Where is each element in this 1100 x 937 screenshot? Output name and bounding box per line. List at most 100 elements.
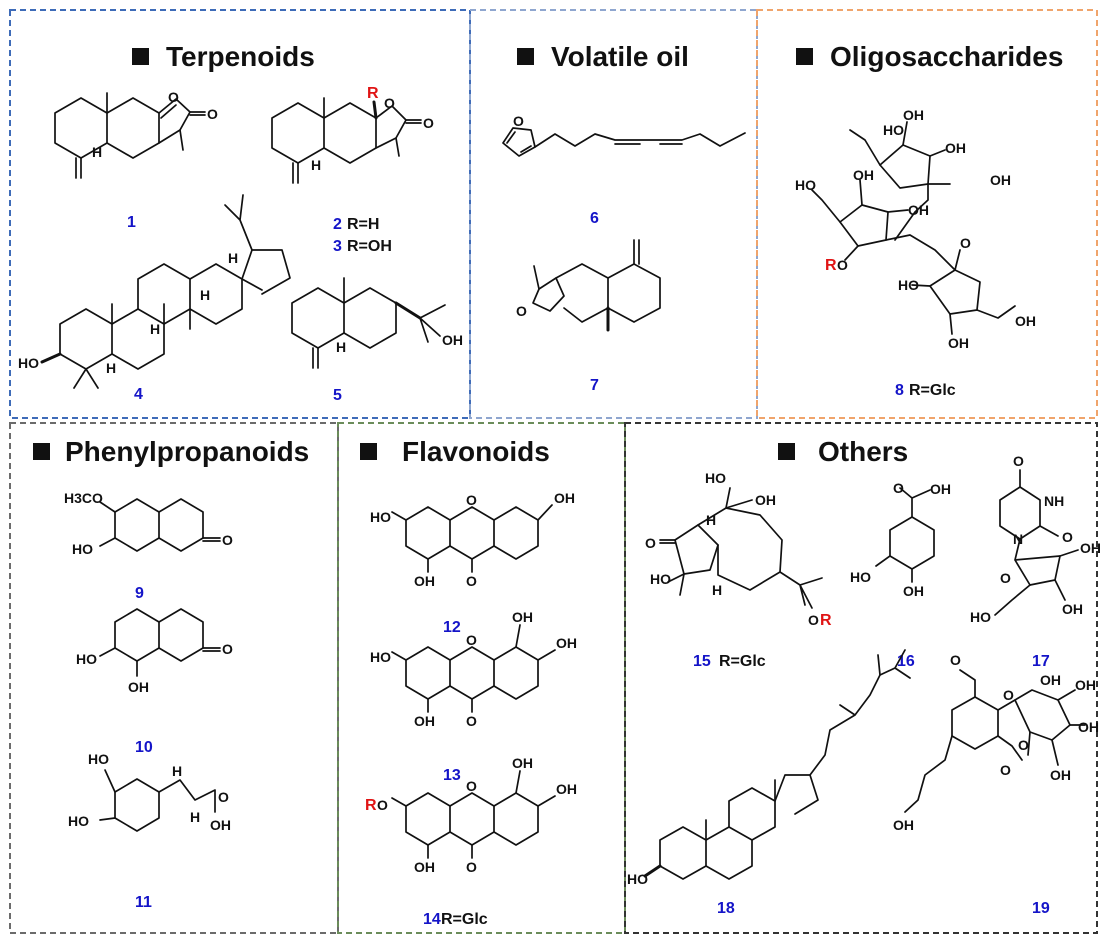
- atom-o: O: [950, 652, 961, 668]
- section-titles: Terpenoids Volatile oil Oligosaccharides…: [33, 41, 1063, 467]
- structure-18: HO: [627, 649, 911, 887]
- atom-oh: OH: [1015, 313, 1036, 329]
- atom-o: O: [168, 89, 179, 105]
- atom-h: H: [172, 763, 182, 779]
- atom-o: O: [466, 492, 477, 508]
- flavonoids-panel: [337, 422, 626, 934]
- compound-label-13: 13: [443, 767, 461, 784]
- atom-oh: OH: [1040, 672, 1061, 688]
- atom-h: H: [200, 287, 210, 303]
- atom-h: H: [106, 360, 116, 376]
- atom-ho: HO: [76, 651, 97, 667]
- atom-oh: OH: [930, 481, 951, 497]
- compound-label-19: 19: [1032, 900, 1050, 917]
- atom-o: O: [1062, 529, 1073, 545]
- atom-oh: OH: [414, 713, 435, 729]
- atom-ho: HO: [705, 470, 726, 486]
- structure-10: HO OH O: [76, 608, 233, 695]
- bullet-square-icon: [796, 48, 813, 65]
- r-label-15: R=Glc: [719, 653, 766, 670]
- atom-ho: HO: [627, 871, 648, 887]
- panel-borders: [9, 9, 1098, 934]
- atom-h: H: [150, 321, 160, 337]
- compound-label-10: 10: [135, 739, 153, 756]
- compound-label-17: 17: [1032, 653, 1050, 670]
- atom-o: O: [1003, 687, 1014, 703]
- atom-h: H: [311, 157, 321, 173]
- atom-o: O: [207, 106, 218, 122]
- atom-ho: HO: [370, 509, 391, 525]
- atom-o: O: [466, 632, 477, 648]
- atom-ho: HO: [850, 569, 871, 585]
- atom-o: O: [466, 713, 477, 729]
- compound-label-3: 3: [333, 238, 342, 255]
- bullet-square-icon: [778, 443, 795, 460]
- atom-o: O: [466, 859, 477, 875]
- structure-13: HO OH O O OH OH: [370, 609, 577, 729]
- atom-h: H: [712, 582, 722, 598]
- atom-oh: OH: [1080, 540, 1100, 556]
- atom-h: H: [706, 512, 716, 528]
- atom-h3co: H3CO: [64, 490, 103, 506]
- atom-ho: HO: [72, 541, 93, 557]
- structure-15: O HO HO OH H H O R: [645, 470, 832, 629]
- atom-oh: OH: [554, 490, 575, 506]
- atom-o: O: [960, 235, 971, 251]
- atom-o: O: [808, 612, 819, 628]
- compound-label-16: 16: [897, 653, 915, 670]
- compound-label-12: 12: [443, 619, 461, 636]
- atom-o: O: [222, 641, 233, 657]
- compound-label-11: 11: [135, 894, 152, 911]
- compound-label-1: 1: [127, 214, 136, 231]
- flavonoids-title: Flavonoids: [402, 436, 550, 467]
- structure-7: O: [516, 239, 661, 332]
- others-title: Others: [818, 436, 908, 467]
- structure-12: HO OH O O OH: [370, 490, 575, 589]
- r-label-3: R=OH: [347, 238, 392, 255]
- phenylpropanoids-panel: [9, 422, 339, 934]
- r-label-8: R=Glc: [909, 382, 956, 399]
- atom-oh: OH: [414, 573, 435, 589]
- structure-8: HO OH OH OH HO OH OH R O HO O OH OH: [795, 107, 1036, 351]
- bullet-square-icon: [517, 48, 534, 65]
- atom-oh: OH: [556, 781, 577, 797]
- compound-label-14: 14: [423, 911, 441, 928]
- atom-o: O: [513, 113, 524, 129]
- structure-1: O O H: [54, 89, 218, 179]
- atom-oh: OH: [755, 492, 776, 508]
- atom-o: O: [837, 257, 848, 273]
- atom-o: O: [893, 480, 904, 496]
- oligosaccharides-title: Oligosaccharides: [830, 41, 1063, 72]
- structure-17: O NH O N O OH OH HO: [970, 453, 1100, 625]
- atom-oh: OH: [128, 679, 149, 695]
- compound-label-6: 6: [590, 210, 599, 227]
- atom-ho: HO: [898, 277, 919, 293]
- atom-oh: OH: [1050, 767, 1071, 783]
- atom-o: O: [377, 797, 388, 813]
- atom-oh: OH: [512, 609, 533, 625]
- atom-o: O: [384, 95, 395, 111]
- atom-oh: OH: [442, 332, 463, 348]
- structure-2-3: O O H R: [271, 85, 434, 184]
- atom-o: O: [645, 535, 656, 551]
- compound-label-7: 7: [590, 377, 599, 394]
- r-marker: R: [825, 257, 837, 274]
- atom-o: O: [1000, 570, 1011, 586]
- atom-o: O: [222, 532, 233, 548]
- r-marker: R: [820, 612, 832, 629]
- r-label-2: R=H: [347, 216, 379, 233]
- atom-h: H: [336, 339, 346, 355]
- atom-h: H: [228, 250, 238, 266]
- atom-ho: HO: [650, 571, 671, 587]
- atom-oh: OH: [414, 859, 435, 875]
- atom-oh: OH: [512, 755, 533, 771]
- structure-19: O O OH OH OH O O OH OH: [893, 652, 1099, 833]
- phenylpropanoids-title: Phenylpropanoids: [65, 436, 309, 467]
- structure-4: HO H H H H: [18, 194, 291, 389]
- atom-o: O: [423, 115, 434, 131]
- atom-oh: OH: [556, 635, 577, 651]
- compound-label-5: 5: [333, 387, 342, 404]
- compound-label-18: 18: [717, 900, 735, 917]
- volatile-oil-title: Volatile oil: [551, 41, 689, 72]
